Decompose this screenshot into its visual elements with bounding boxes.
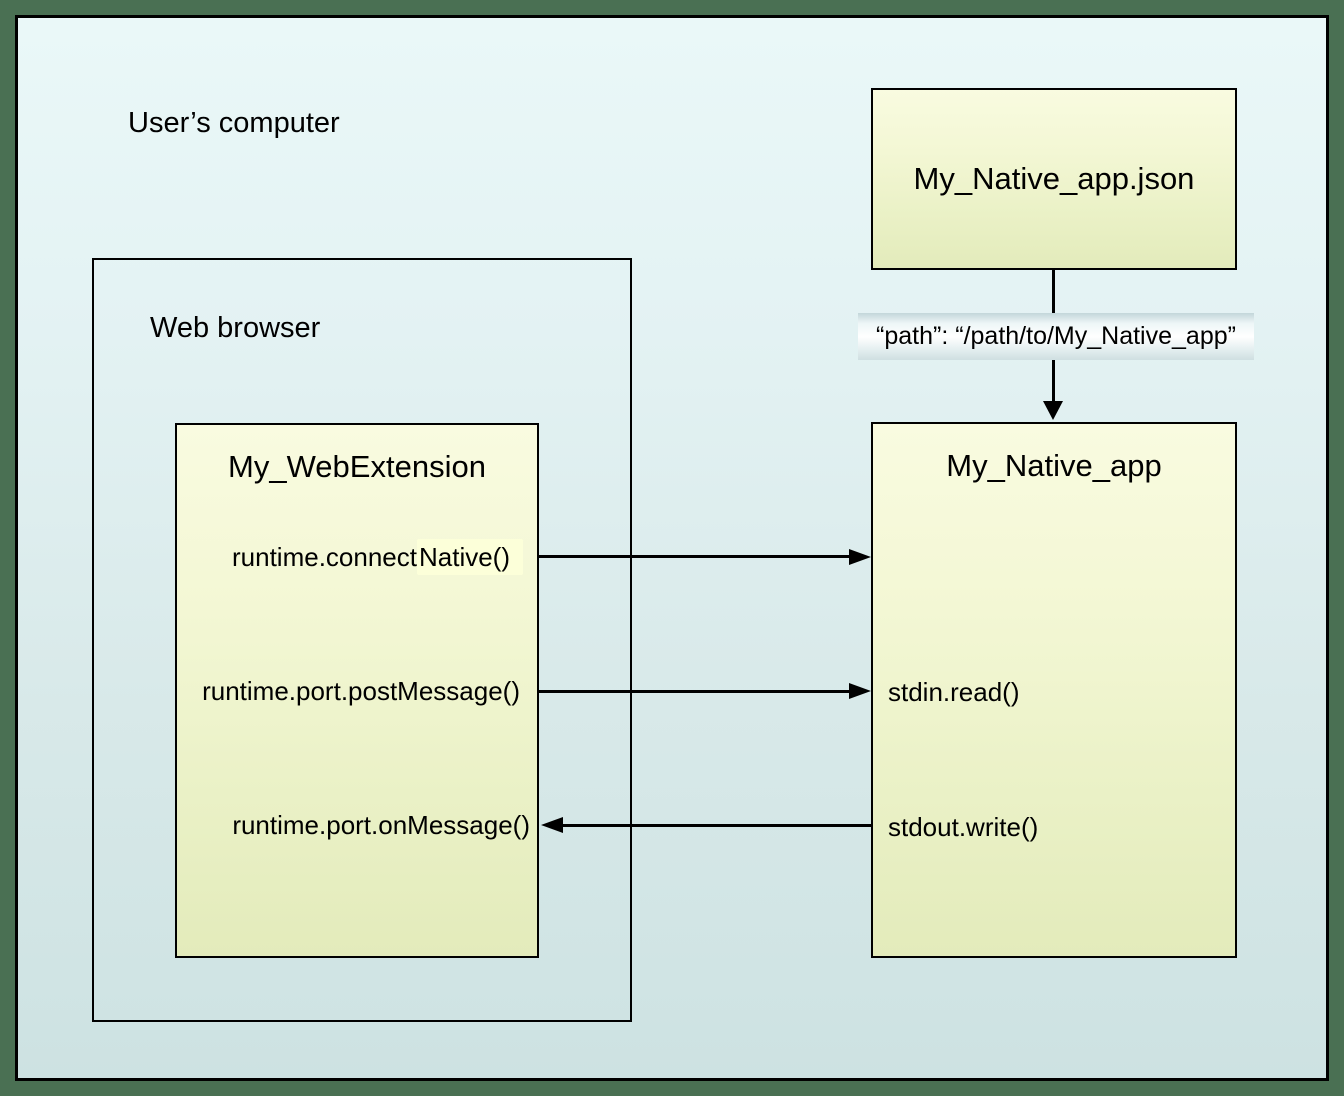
path-ribbon: “path”: “/path/to/My_Native_app” <box>858 313 1254 360</box>
stdout-write-label: stdout.write() <box>888 812 1039 842</box>
post-message-arrowhead-icon <box>849 683 871 699</box>
native-manifest-box: My_Native_app.json <box>871 88 1237 270</box>
web-browser-box <box>92 258 632 1022</box>
connect-native-label-pre: runtime.connect <box>232 542 417 572</box>
post-message-label: runtime.port.postMessage() <box>202 676 520 706</box>
manifest-arrow-arrowhead-icon <box>1043 401 1063 420</box>
connect-native-label-highlight: Native() <box>416 539 523 575</box>
stdout-arrowhead-icon <box>541 817 563 833</box>
native-app-title: My_Native_app <box>946 448 1162 483</box>
webextension-box: My_WebExtension <box>175 423 539 958</box>
connect-native-label: runtime.connectNative() <box>232 536 523 578</box>
connect-native-arrowhead-icon <box>849 549 871 565</box>
on-message-label: runtime.port.onMessage() <box>232 810 530 840</box>
native-manifest-title: My_Native_app.json <box>913 161 1195 196</box>
native-app-box: My_Native_app <box>871 422 1237 958</box>
manifest-arrow-lower-segment <box>1052 358 1055 402</box>
post-message-arrow-line <box>539 690 849 693</box>
web-browser-label: Web browser <box>150 312 321 344</box>
stdout-arrow-line <box>563 824 871 827</box>
users-computer-label: User’s computer <box>128 107 340 139</box>
webextension-title: My_WebExtension <box>228 449 486 484</box>
connect-native-arrow-line <box>539 555 849 558</box>
manifest-arrow-upper-segment <box>1052 268 1055 313</box>
stdin-read-label: stdin.read() <box>888 677 1020 707</box>
